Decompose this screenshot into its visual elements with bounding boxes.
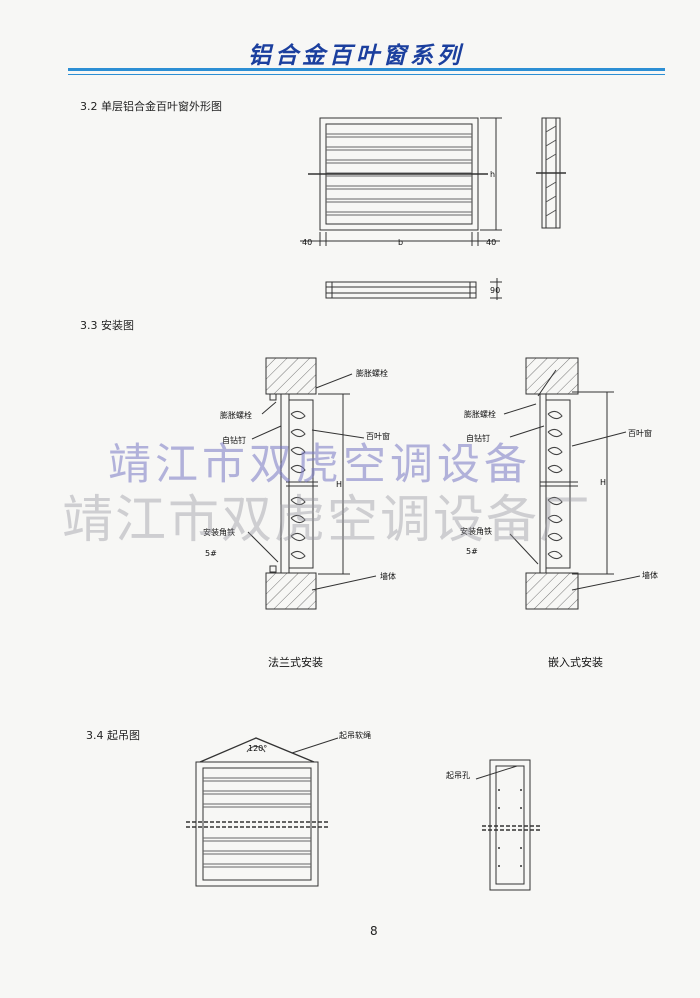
lifting-rope — [199, 737, 315, 763]
embedded-angle-label: 安装角铁 — [460, 527, 492, 536]
embedded-wall-label: 墙体 — [642, 571, 658, 580]
embedded-rivet-label: 自钻钉 — [466, 434, 490, 443]
flange-upper-wall — [265, 357, 317, 395]
lifting-holes — [498, 789, 522, 867]
lifting-rope-label: 起吊软绳 — [339, 731, 371, 740]
dim-left-label: 40 — [302, 238, 313, 247]
dim-depth-label: 90 — [490, 286, 501, 295]
flange-dim-h-label: H — [336, 480, 343, 489]
section-3-2-heading: 3.2 单层铝合金百叶窗外形图 — [80, 100, 222, 113]
dim-b-label: b — [398, 238, 404, 247]
lifting-side-frame — [489, 759, 531, 891]
dim-h-label: h — [490, 170, 496, 179]
embedded-lower-wall — [525, 572, 579, 610]
header-rule-thick — [68, 68, 665, 71]
lifting-hole-label: 起吊孔 — [446, 771, 470, 780]
flange-install-drawing — [247, 357, 377, 610]
lifting-louver-frame — [195, 761, 319, 887]
embedded-grade-label: 5# — [466, 547, 478, 556]
flange-louver-frame — [288, 399, 314, 569]
page-number: 8 — [370, 924, 378, 938]
lifting-louver-slats — [203, 777, 311, 868]
flange-lower-wall — [265, 572, 317, 610]
flange-grade-label: 5# — [205, 549, 217, 558]
flange-bolt-mid-label: 膨胀螺栓 — [220, 411, 252, 420]
lifting-angle-label: 120° — [248, 744, 268, 753]
section-3-3-heading: 3.3 安装图 — [80, 319, 134, 332]
header-title: 铝合金百叶窗系列 — [248, 42, 464, 69]
header-rule-thin — [68, 74, 665, 75]
embedded-bolt-mid-label: 膨胀螺栓 — [464, 410, 496, 419]
flange-rivet-label: 自钻钉 — [222, 436, 246, 445]
flange-install-caption: 法兰式安装 — [268, 656, 323, 669]
embedded-louver-label: 百叶窗 — [628, 429, 652, 438]
embedded-install-drawing — [503, 357, 641, 610]
section-3-4-heading: 3.4 起吊图 — [86, 729, 140, 742]
watermark-line2: 靖江市双虎空调设备厂 — [62, 491, 593, 550]
flange-bolt-top-label: 膨胀螺栓 — [356, 369, 388, 378]
front-view-slats — [326, 133, 472, 216]
embedded-install-caption: 嵌入式安装 — [548, 656, 603, 669]
embedded-louver-blades — [547, 410, 563, 560]
flange-wall-label: 墙体 — [380, 572, 396, 581]
flange-angle-label: 安装角铁 — [203, 528, 235, 537]
flange-louver-blades — [290, 410, 306, 560]
embedded-louver-frame — [545, 399, 571, 569]
dim-right-label: 40 — [486, 238, 497, 247]
flange-louver-label: 百叶窗 — [366, 432, 390, 441]
side-section-hatch — [545, 125, 557, 217]
watermark-line1: 靖江市双虎空调设备 — [108, 440, 531, 490]
plan-view-frame — [325, 281, 477, 299]
embedded-dim-h-label: H — [600, 478, 607, 487]
